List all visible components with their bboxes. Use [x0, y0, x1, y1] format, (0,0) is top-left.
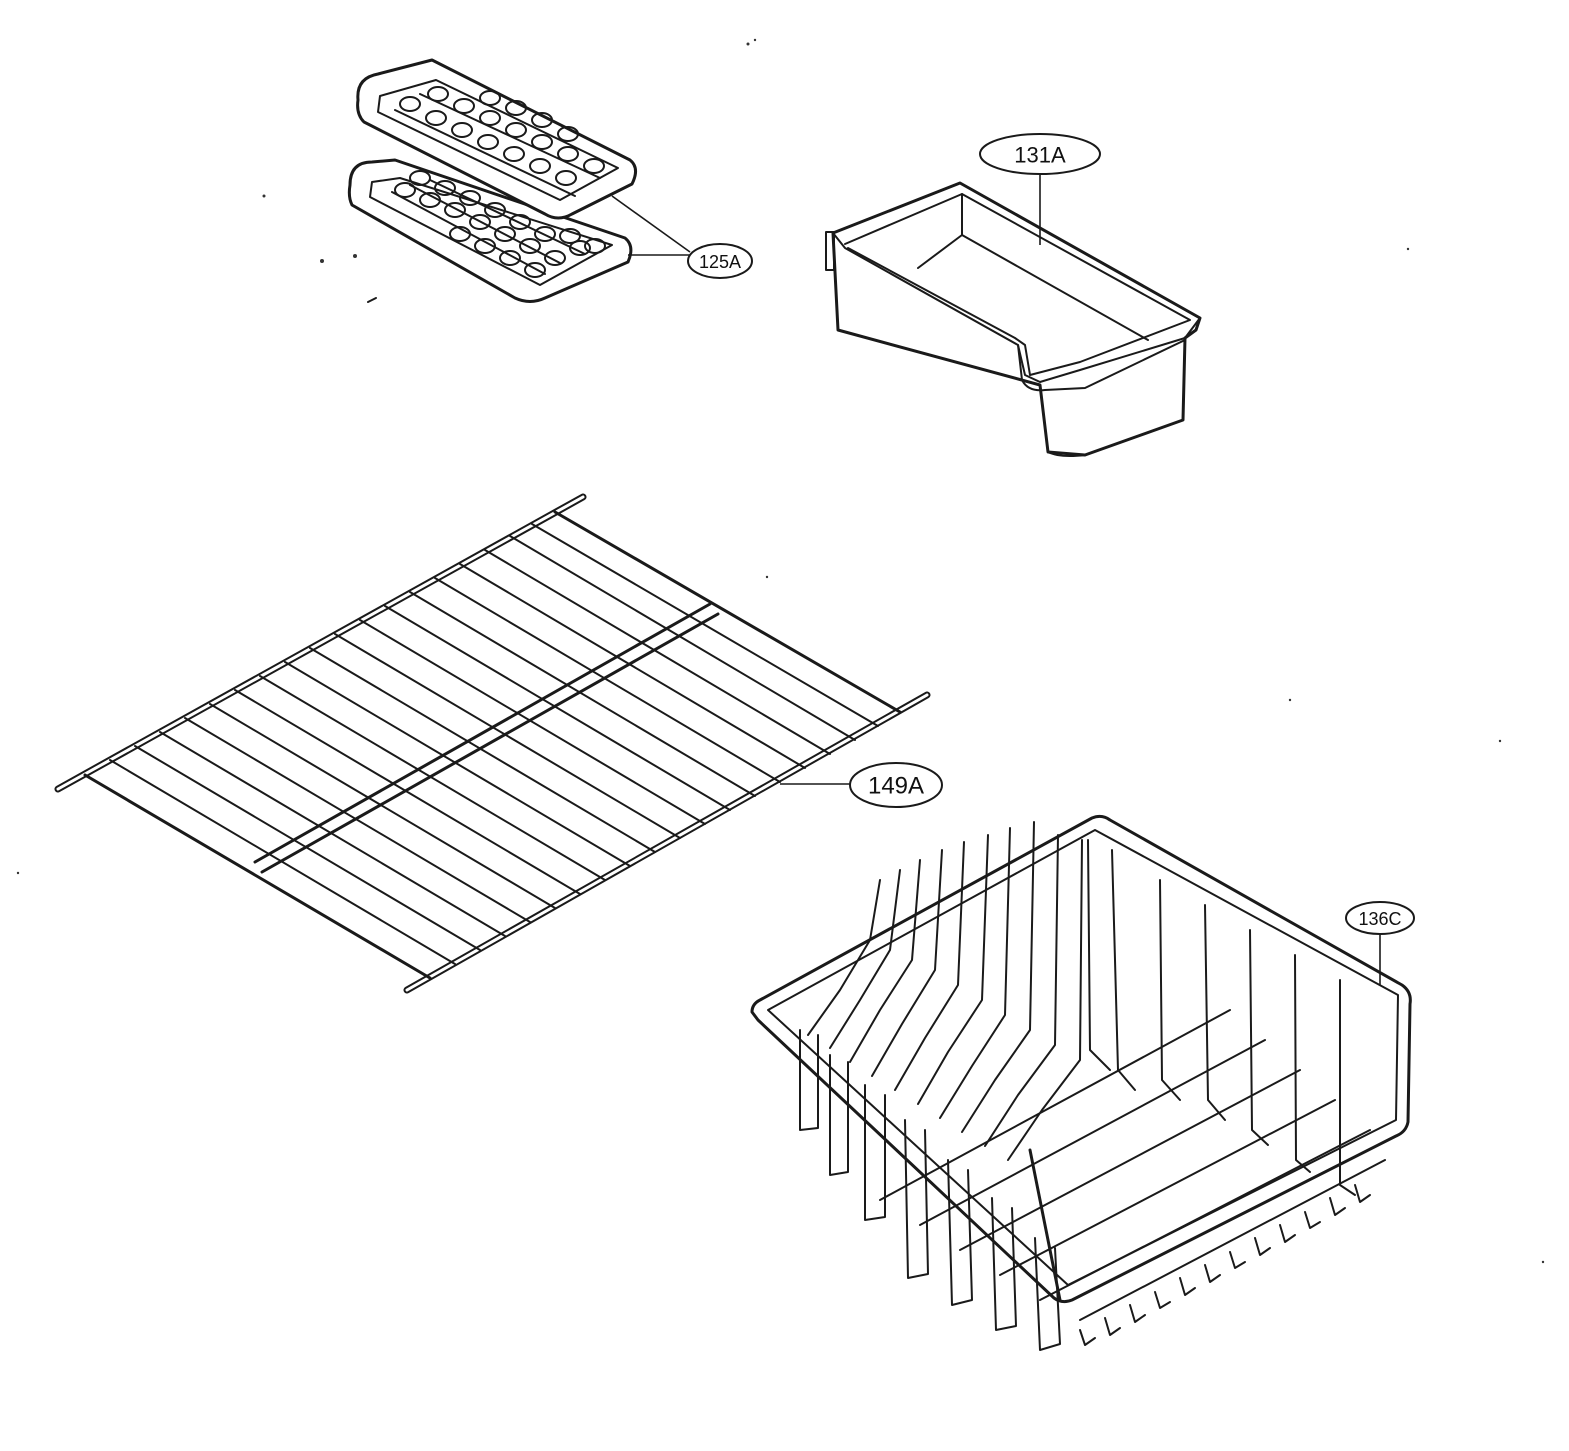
callout-oval [687, 243, 753, 279]
basket-floor-wires [879, 1009, 1386, 1321]
basket-side-loops [1079, 1184, 1371, 1346]
callout-oval [1345, 901, 1415, 935]
callout-label: 125A [699, 252, 741, 272]
ice-cells-lower [394, 170, 606, 278]
callout-oval [979, 133, 1101, 175]
callout-oval [849, 762, 943, 808]
wire-basket [750, 814, 1412, 1351]
ice-tray-upper [356, 58, 637, 220]
shelf-bars [109, 523, 879, 965]
ice-tray-lower [347, 158, 633, 303]
ice-cells-upper [399, 86, 605, 186]
callout-149a: 149A [849, 762, 943, 808]
scan-specks [16, 38, 1545, 1264]
callout-136c: 136C [1345, 901, 1415, 935]
callout-label: 136C [1358, 909, 1401, 929]
basket-front-loops [799, 1029, 1061, 1351]
callout-label: 131A [1014, 143, 1066, 168]
callout-131a: 131A [979, 133, 1101, 175]
callout-125a: 125A [687, 243, 753, 279]
callout-label: 149A [868, 773, 924, 800]
ice-bin [825, 172, 1202, 457]
leader-125a-upper [611, 195, 691, 253]
ice-trays [347, 58, 691, 303]
wire-shelf [54, 493, 931, 994]
